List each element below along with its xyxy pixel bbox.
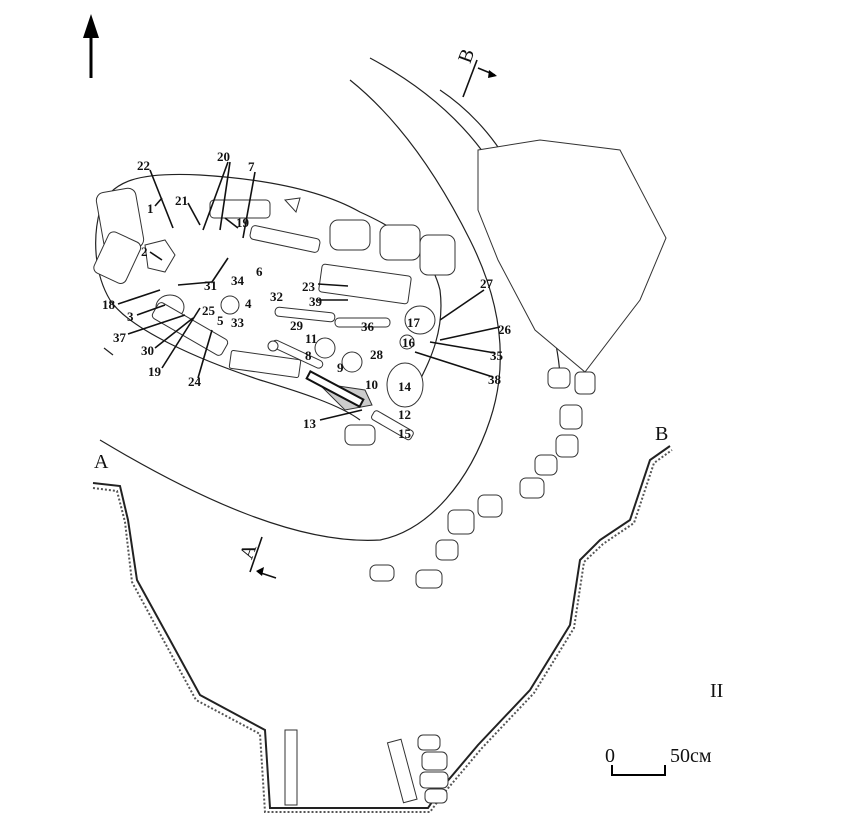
find-label: 14 — [398, 379, 412, 394]
find-label: 3 — [127, 309, 134, 324]
find-label: 37 — [113, 330, 127, 345]
find-label: 15 — [398, 426, 412, 441]
section-marker-b: B — [454, 46, 497, 98]
find-label: 36 — [361, 319, 375, 334]
find-label: 7 — [248, 159, 255, 174]
find-label: 25 — [202, 303, 216, 318]
find-label: 20 — [217, 149, 230, 164]
north-arrow-icon — [83, 14, 99, 78]
find-label: 28 — [370, 347, 384, 362]
find-label: 8 — [305, 348, 312, 363]
find-labels: 22 20 7 21 1 19 2 6 34 31 4 32 18 3 25 3… — [102, 149, 512, 441]
find-label: 12 — [398, 407, 411, 422]
find-label: 23 — [302, 279, 316, 294]
scale-fifty-label: 50см — [670, 745, 712, 767]
section-b-label: B — [655, 423, 668, 445]
scale-zero-label: 0 — [605, 745, 615, 767]
find-label: 32 — [270, 289, 283, 304]
find-label: 5 — [217, 313, 224, 328]
section-marker-a: A — [236, 536, 277, 579]
find-label: 30 — [141, 343, 154, 358]
section-a-cut-label: A — [236, 540, 262, 562]
find-label: 6 — [256, 264, 263, 279]
find-label: 11 — [305, 331, 317, 346]
find-label: 16 — [402, 335, 416, 350]
large-stone — [477, 139, 667, 373]
figure-number: II — [710, 680, 723, 702]
find-label: 2 — [141, 244, 148, 259]
leader-lines — [117, 161, 501, 421]
find-label: 34 — [231, 273, 245, 288]
find-label: 38 — [488, 372, 502, 387]
find-label: 18 — [102, 297, 116, 312]
section-a-label: A — [94, 451, 109, 473]
find-label: 19 — [236, 215, 250, 230]
find-label: 21 — [175, 193, 188, 208]
find-label: 24 — [188, 374, 202, 389]
find-label: 13 — [303, 416, 317, 431]
find-label: 26 — [498, 322, 512, 337]
section-b-cut-label: B — [454, 46, 479, 66]
scale-bar: 0 50см — [605, 745, 712, 776]
find-label: 9 — [337, 360, 344, 375]
find-label: 1 — [147, 201, 154, 216]
stone-ring — [369, 367, 596, 589]
find-label: 4 — [245, 296, 252, 311]
find-label: 22 — [137, 158, 150, 173]
grave-goods-and-bones — [93, 187, 456, 446]
find-label: 19 — [148, 364, 162, 379]
find-label: 31 — [204, 278, 217, 293]
find-label: 33 — [231, 315, 245, 330]
find-label: 17 — [407, 315, 421, 330]
find-label: 27 — [480, 276, 494, 291]
find-label: 29 — [290, 318, 304, 333]
find-label: 35 — [490, 348, 504, 363]
find-label: 10 — [365, 377, 378, 392]
section-profile — [92, 445, 673, 813]
find-label: 39 — [309, 294, 323, 309]
